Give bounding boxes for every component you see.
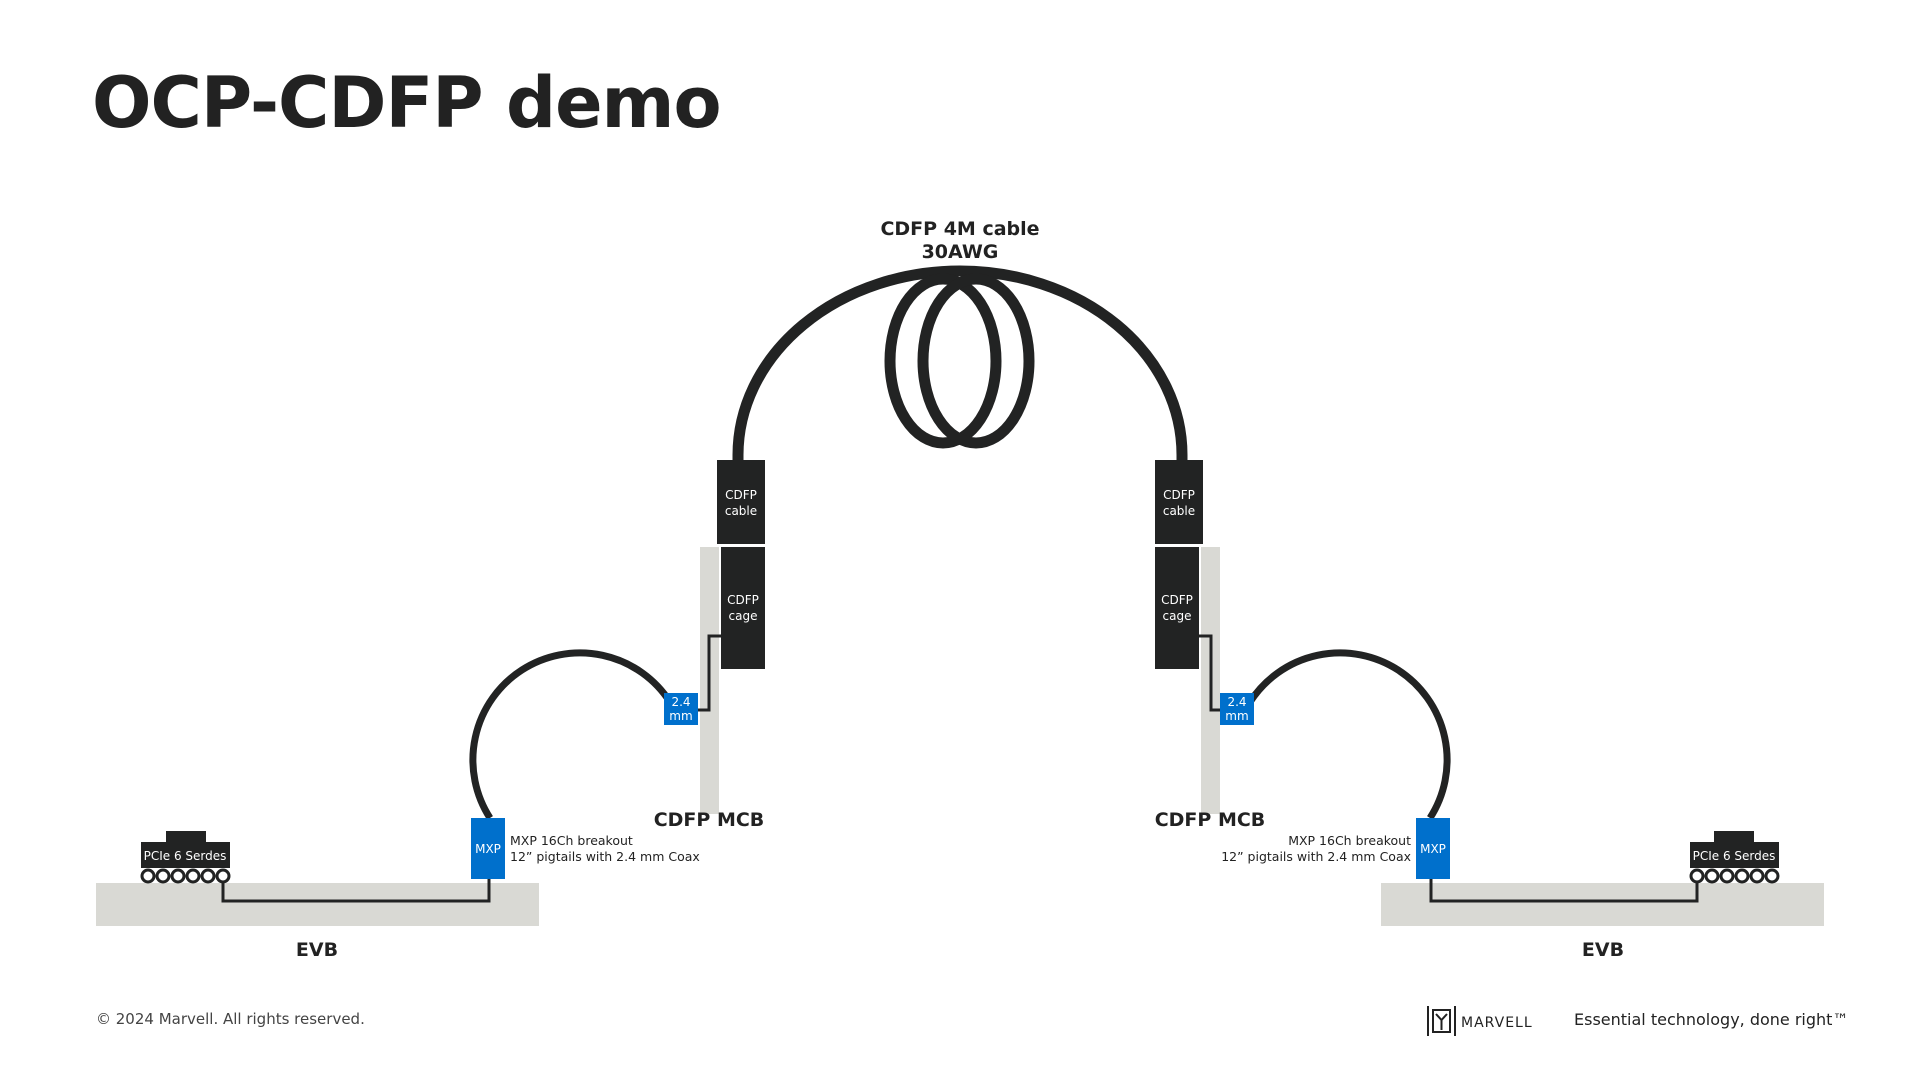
label: CDFP [727,593,759,607]
cable-label: CDFP 4M cable [880,218,1039,240]
cdfp-cable-connector [717,460,765,544]
label: 2.4 [1227,695,1246,709]
mxp-caption: MXP 16Ch breakout [1288,833,1411,848]
cable-coil-loop [917,273,1035,449]
mcb-label: CDFP MCB [1155,809,1266,831]
label: 2.4 [671,695,690,709]
cdfp-cage [721,547,765,669]
label: cable [725,504,757,518]
cdfp-cable-arc [732,265,1188,460]
label: CDFP [725,488,757,502]
solder-balls [1689,868,1780,884]
mxp-connector [1416,818,1450,879]
label: MXP [475,842,501,856]
label: CDFP [1161,593,1193,607]
evb-board [1381,883,1824,926]
evb-board [96,883,539,926]
label: cable [1163,504,1195,518]
mxp-connector [471,818,505,879]
cdfp-cable-connector [1155,460,1203,544]
cdfp-cage [1155,547,1199,669]
chip-tab [166,831,206,843]
copyright: © 2024 Marvell. All rights reserved. [96,1010,365,1028]
solder-balls [140,868,231,884]
evb-label: EVB [296,939,338,961]
coax-connector [664,693,698,725]
mcb-label: CDFP MCB [654,809,765,831]
cable-coil-loop [884,273,1002,449]
label: CDFP [1163,488,1195,502]
coax-pigtail [1247,649,1451,820]
chip-tab [1714,831,1754,843]
trace [698,634,721,712]
serdes-chip [1690,842,1779,868]
mxp-caption: MXP 16Ch breakout [510,833,633,848]
label: mm [1225,709,1248,723]
chip-label: PCIe 6 Serdes [1693,849,1776,863]
serdes-chip [141,842,230,868]
left-assembly: CDFP cable CDFP cage 2.4 mm CDFP MCB MXP… [96,460,765,961]
mxp-caption: 12” pigtails with 2.4 mm Coax [1221,849,1411,864]
mxp-caption: 12” pigtails with 2.4 mm Coax [510,849,700,864]
coax-pigtail [469,649,673,820]
evb-label: EVB [1582,939,1624,961]
right-assembly: CDFP cable CDFP cage 2.4 mm CDFP MCB MXP… [1155,460,1824,961]
marvell-logo-icon [1427,1006,1456,1036]
trace [221,875,491,903]
trace [1429,875,1699,903]
marvell-logo-text: MARVELL [1461,1015,1533,1031]
label: MXP [1420,842,1446,856]
coax-connector [1220,693,1254,725]
label: mm [669,709,692,723]
label: cage [729,609,758,623]
chip-label: PCIe 6 Serdes [144,849,227,863]
tagline: Essential technology, done right™ [1574,1010,1849,1029]
label: cage [1163,609,1192,623]
cable-gauge-label: 30AWG [922,241,999,263]
page-title: OCP-CDFP demo [92,62,722,144]
trace [1199,634,1222,712]
